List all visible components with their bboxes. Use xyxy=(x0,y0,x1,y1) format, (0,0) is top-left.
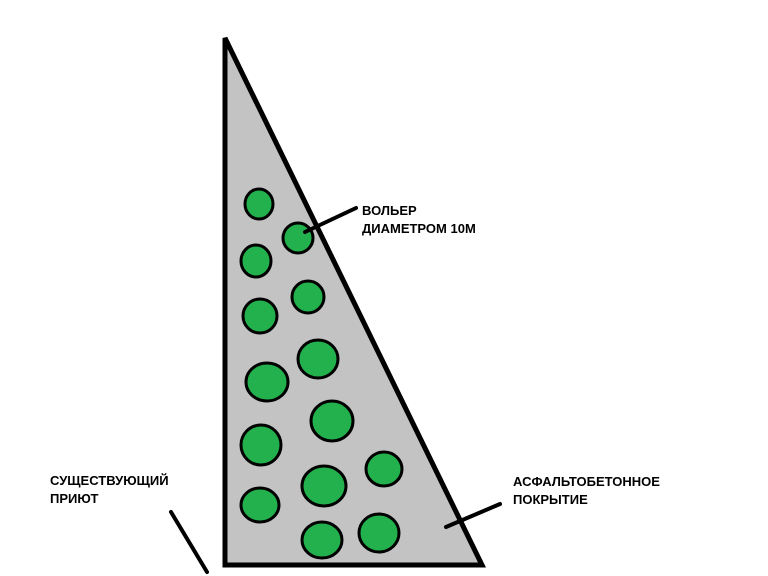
enclosure-circle xyxy=(300,464,348,508)
enclosure-circle xyxy=(239,423,283,467)
enclosure-circle xyxy=(244,361,290,403)
enclosure-circle xyxy=(357,512,401,554)
enclosure-leader-line xyxy=(303,206,358,234)
enclosure-circle xyxy=(300,520,344,560)
pavement-label-line2: ПОКРЫТИЕ xyxy=(513,492,588,507)
enclosure-circle xyxy=(364,450,404,488)
enclosures xyxy=(239,187,404,560)
pavement-leader-line xyxy=(444,502,502,529)
site-area-triangle xyxy=(222,36,487,568)
existing-shelter-wall-line xyxy=(169,510,209,574)
enclosure-label-line1: ВОЛЬЕР xyxy=(362,203,417,218)
enclosure-circle xyxy=(239,486,281,524)
enclosure-label-line2: ДИАМЕТРОМ 10М xyxy=(362,221,476,236)
enclosure-circle xyxy=(290,279,326,315)
pavement-label-line1: АСФАЛЬТОБЕТОННОЕ xyxy=(513,474,660,489)
enclosure-circle xyxy=(241,297,279,335)
enclosure-circle xyxy=(243,187,275,221)
enclosure-circle xyxy=(309,399,355,443)
enclosure-circle xyxy=(296,338,340,380)
enclosure-circle xyxy=(239,243,273,279)
shelter-label-line1: СУЩЕСТВУЮЩИЙ xyxy=(50,473,169,488)
shelter-label-line2: ПРИЮТ xyxy=(50,491,98,506)
enclosure-circle xyxy=(281,221,315,255)
